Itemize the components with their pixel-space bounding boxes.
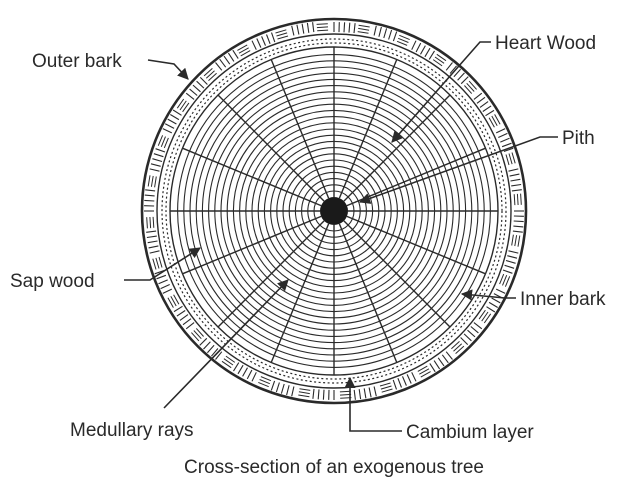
bark-hatch-stroke	[317, 30, 328, 31]
bark-hatch-stroke	[514, 221, 524, 222]
outer-bark-leader	[148, 60, 188, 79]
bark-hatch-stroke	[517, 194, 518, 205]
label-pith: Pith	[562, 128, 595, 149]
bark-hatch-stroke	[317, 27, 328, 28]
label-cambium-layer: Cambium layer	[406, 422, 534, 443]
bark-hatch-stroke	[150, 217, 151, 228]
bark-hatch-stroke	[514, 194, 515, 205]
bark-hatch-stroke	[147, 217, 148, 228]
bark-hatch-stroke	[344, 22, 345, 32]
bark-hatch-stroke	[323, 390, 324, 400]
label-inner-bark: Inner bark	[520, 289, 606, 310]
label-outer-bark: Outer bark	[32, 51, 122, 72]
pith-core	[320, 197, 348, 225]
label-medullary-rays: Medullary rays	[70, 420, 194, 441]
label-heart-wood: Heart Wood	[495, 33, 596, 54]
bark-hatch-stroke	[340, 391, 351, 392]
bark-hatch-stroke	[521, 194, 522, 205]
diagram-caption: Cross-section of an exogenous tree	[184, 457, 484, 478]
bark-hatch-stroke	[317, 24, 328, 25]
label-sap-wood: Sap wood	[10, 271, 95, 292]
bark-hatch-stroke	[153, 217, 154, 228]
trunk-cross-section	[142, 19, 526, 403]
bark-hatch-stroke	[144, 200, 154, 201]
